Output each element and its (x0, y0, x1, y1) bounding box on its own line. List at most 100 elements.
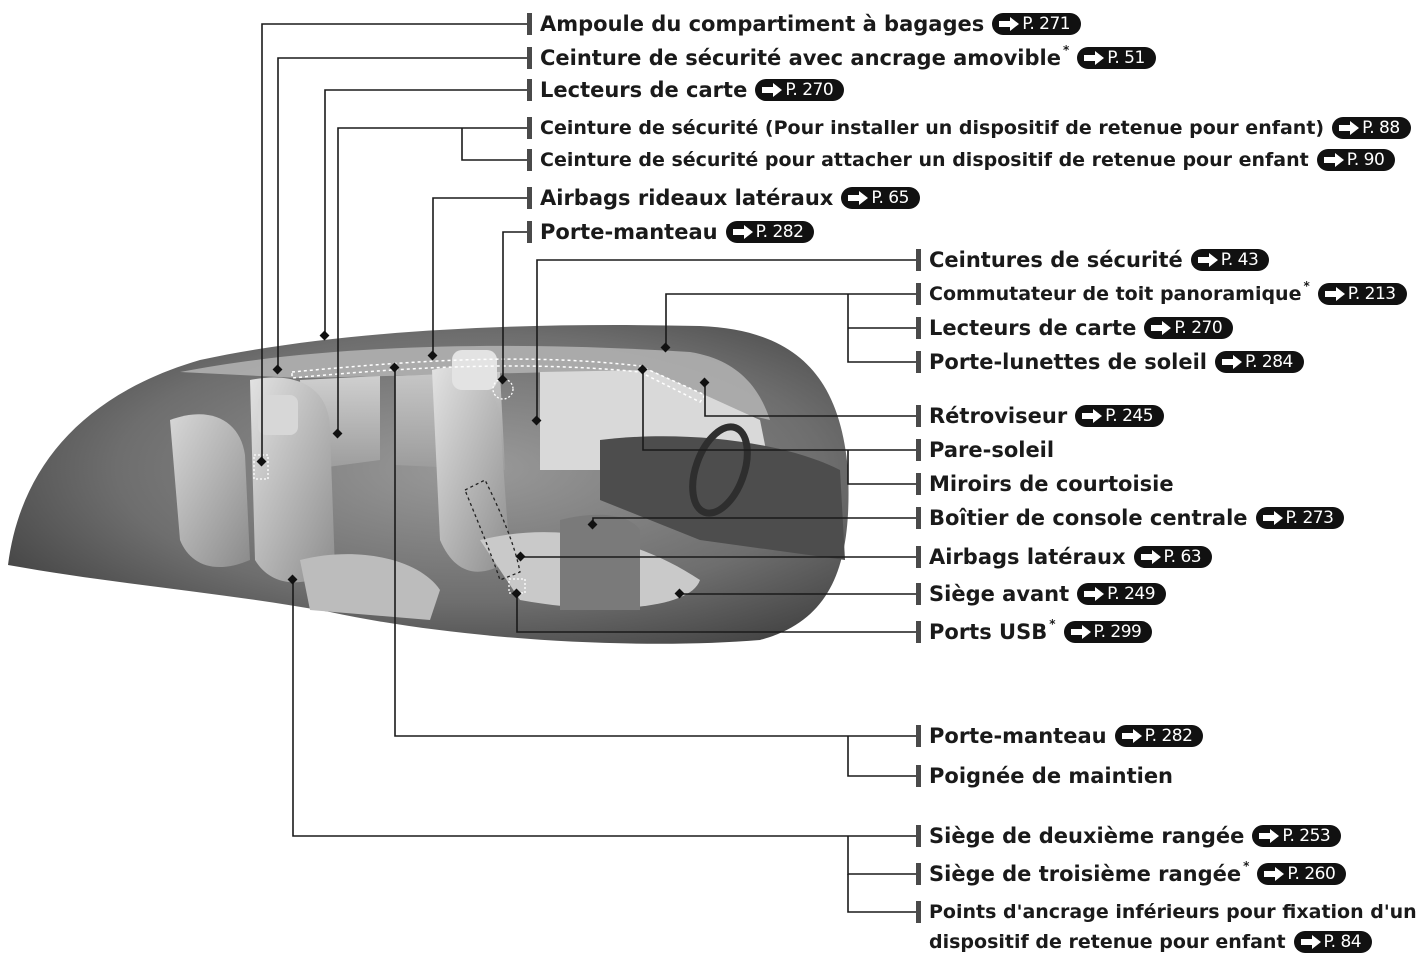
page-ref-link[interactable]: P. 51 (1077, 47, 1156, 69)
arrow-right-icon (761, 83, 783, 97)
label-text: Siège de deuxième rangée (929, 824, 1245, 848)
steering-wheel (689, 423, 751, 517)
arrow-right-icon (1140, 550, 1162, 564)
page-ref-text: P. 88 (1362, 118, 1400, 138)
page-ref-link[interactable]: P. 282 (1114, 725, 1204, 747)
label-ampoule: Ampoule du compartiment à bagages P. 271 (527, 11, 1082, 37)
arrow-right-icon (1083, 587, 1105, 601)
third-row-seat (170, 414, 250, 568)
label-retroviseur: Rétroviseur P. 245 (916, 403, 1165, 429)
page-ref-text: P. 270 (1174, 318, 1223, 338)
page-ref-link[interactable]: P. 43 (1190, 249, 1270, 271)
page-ref-text: P. 51 (1107, 48, 1145, 68)
page-ref-link[interactable]: P. 65 (841, 187, 920, 209)
label-text: Pare-soleil (929, 438, 1055, 462)
footnote-star: * (1062, 43, 1070, 57)
label-ceinture-attacher: Ceinture de sécurité pour attacher un di… (527, 147, 1396, 173)
page-ref-link[interactable]: P. 90 (1316, 149, 1396, 171)
label-ports-usb: Ports USB*P. 299 (916, 617, 1153, 645)
arrow-right-icon (1262, 511, 1284, 525)
page-ref-text: P. 65 (871, 188, 909, 208)
page-ref-link[interactable]: P. 245 (1075, 405, 1165, 427)
label-siege-deuxieme: Siège de deuxième rangée P. 253 (916, 823, 1342, 849)
luggage-lamp-outline (253, 454, 269, 480)
side-airbag-outline (464, 479, 521, 581)
arrow-right-icon (1221, 355, 1243, 369)
label-commutateur: Commutateur de toit panoramique* P. 213 (916, 279, 1407, 307)
page-ref-link[interactable]: P. 270 (755, 79, 845, 101)
page-ref-link[interactable]: P. 260 (1257, 863, 1347, 885)
page-ref-text: P. 253 (1282, 826, 1331, 846)
label-text: Porte-manteau (540, 220, 718, 244)
label-airbags-lateraux: Airbags latéraux P. 63 (916, 544, 1213, 570)
label-text: Boîtier de console centrale (929, 506, 1248, 530)
page-ref-text: P. 63 (1163, 547, 1202, 567)
page-ref-link[interactable]: P. 273 (1255, 507, 1345, 529)
page-ref-text: P. 213 (1347, 284, 1396, 304)
footnote-star: * (1049, 617, 1056, 631)
label-text: dispositif de retenue pour enfant (929, 931, 1286, 953)
label-text: Porte-lunettes de soleil (929, 350, 1207, 374)
label-text: Airbags rideaux latéraux (540, 186, 834, 210)
label-ceinture-amovible: Ceinture de sécurité avec ancrage amovib… (527, 43, 1156, 71)
page-ref-text: P. 249 (1107, 584, 1156, 604)
page-ref-link[interactable]: P. 253 (1252, 825, 1342, 847)
label-text: Rétroviseur (929, 404, 1068, 428)
label-text: Poignée de maintien (929, 764, 1174, 788)
page-ref-link[interactable]: P. 299 (1063, 621, 1153, 643)
arrow-right-icon (1324, 287, 1346, 301)
front-seat-back (432, 367, 510, 572)
arrow-right-icon (1070, 625, 1092, 639)
label-airbags-rideaux: Airbags rideaux latéraux P. 65 (527, 185, 920, 211)
arrow-right-icon (1197, 253, 1219, 267)
page-ref-text: P. 299 (1093, 622, 1142, 642)
label-text: Ampoule du compartiment à bagages (540, 12, 985, 36)
arrow-right-icon (1121, 729, 1143, 743)
footnote-star: * (1303, 279, 1310, 293)
label-text: Points d'ancrage inférieurs pour fixatio… (929, 901, 1417, 923)
label-text: Lecteurs de carte (540, 78, 748, 102)
label-points-ancrage-2: dispositif de retenue pour enfant P. 84 (916, 929, 1373, 955)
label-text: Airbags latéraux (929, 545, 1126, 569)
label-text: Commutateur de toit panoramique (929, 283, 1302, 305)
dashboard (600, 436, 845, 560)
arrow-right-icon (732, 225, 754, 239)
curtain-airbag-outline (291, 358, 707, 403)
page-ref-link[interactable]: P. 63 (1133, 546, 1213, 568)
page-ref-text: P. 282 (1144, 726, 1193, 746)
page-ref-text: P. 271 (1022, 14, 1071, 34)
arrow-right-icon (998, 17, 1020, 31)
page-ref-link[interactable]: P. 284 (1215, 351, 1304, 373)
page-ref-link[interactable]: P. 249 (1077, 583, 1167, 605)
footnote-star: * (1243, 859, 1250, 873)
page-ref-text: P. 270 (785, 80, 834, 100)
page-ref-link[interactable]: P. 84 (1293, 931, 1373, 953)
arrow-right-icon (1150, 321, 1172, 335)
label-pare-soleil: Pare-soleil (916, 437, 1054, 463)
arrow-right-icon (1338, 121, 1360, 135)
page-ref-link[interactable]: P. 213 (1317, 283, 1407, 305)
label-text: Ceinture de sécurité pour attacher un di… (540, 149, 1309, 171)
front-headrest (452, 350, 497, 390)
arrow-right-icon (1323, 153, 1345, 167)
leader-endpoints (256, 330, 710, 599)
third-row-headrest (258, 395, 298, 435)
center-console (560, 514, 640, 610)
label-miroirs: Miroirs de courtoisie (916, 471, 1174, 497)
page-ref-link[interactable]: P. 270 (1144, 317, 1234, 339)
label-text: Ceinture de sécurité (Pour installer un … (540, 117, 1325, 139)
page-ref-text: P. 273 (1285, 508, 1334, 528)
label-poignee: Poignée de maintien (916, 763, 1173, 789)
page-ref-link[interactable]: P. 271 (992, 13, 1082, 35)
label-siege-troisieme: Siège de troisième rangée*P. 260 (916, 859, 1347, 887)
coat-hook-outline (492, 378, 514, 400)
page-ref-link[interactable]: P. 88 (1332, 117, 1411, 139)
page-ref-text: P. 43 (1220, 250, 1259, 270)
page-ref-link[interactable]: P. 282 (725, 221, 815, 243)
label-text: Miroirs de courtoisie (929, 472, 1174, 496)
